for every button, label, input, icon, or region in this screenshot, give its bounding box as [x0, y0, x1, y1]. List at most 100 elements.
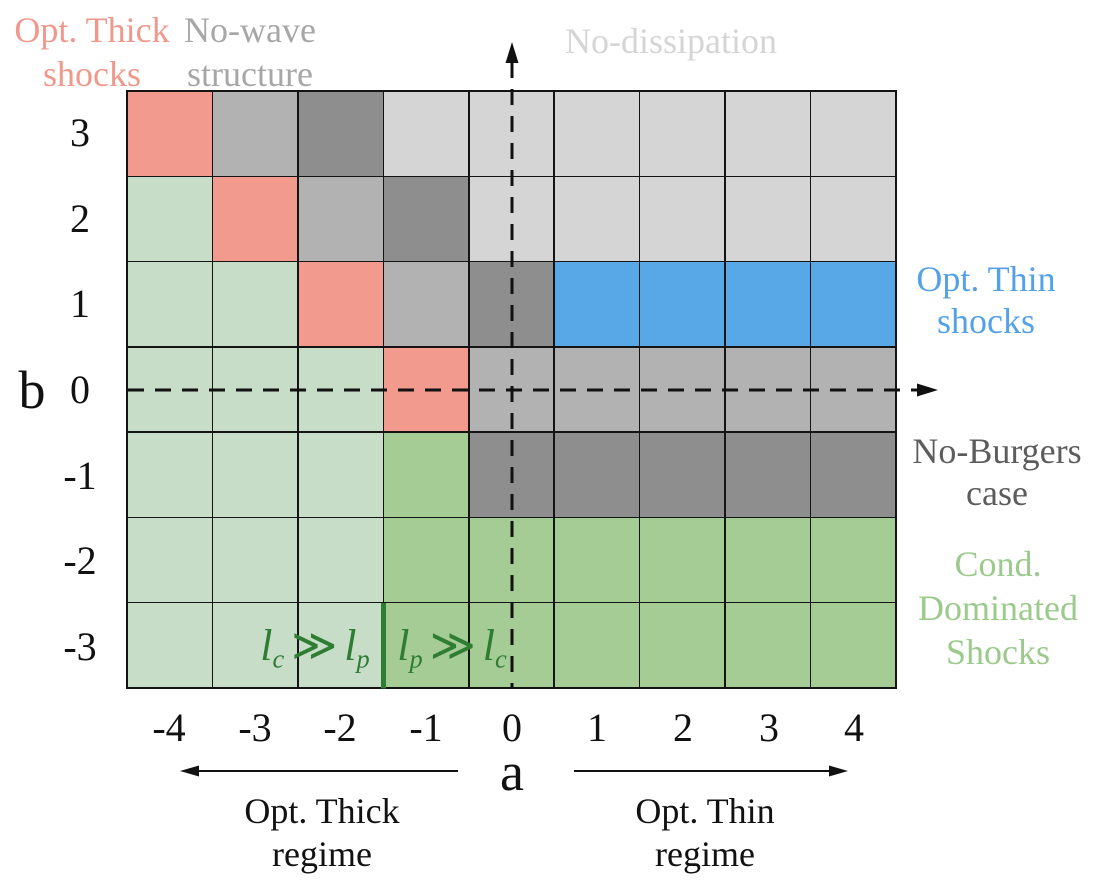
cell-a3-b-2: [725, 518, 810, 602]
x-tick--2: -2: [323, 705, 357, 750]
cell-a-1-b2: [384, 177, 468, 261]
x-tick-2: 2: [673, 705, 693, 750]
cell-a0-b-1: [469, 432, 554, 517]
cell-a4-b3: [811, 92, 895, 176]
cell-a-3-b2: [213, 177, 298, 261]
y-axis-label: b: [18, 360, 46, 420]
cell-a-2-b3: [298, 92, 383, 176]
x-tick-1: 1: [587, 705, 607, 750]
cell-a2-b1: [640, 262, 725, 347]
label-no-dissipation: No-dissipation: [546, 20, 796, 62]
label-line: shocks: [937, 301, 1035, 341]
math-subscript: c: [272, 643, 285, 674]
math-symbol: l: [482, 621, 495, 670]
cell-a0-b2: [469, 177, 554, 261]
label-line: shocks: [43, 54, 141, 94]
label-line: Opt. Thick: [244, 791, 400, 831]
x-tick-4: 4: [844, 705, 864, 750]
label-opt-thin-regime: Opt. Thin regime: [595, 790, 815, 876]
annotation-lp-much-greater-lc: lp≫lc: [374, 616, 530, 676]
cell-a-3-b0: [213, 347, 298, 432]
cell-a-4-b1: [128, 262, 212, 347]
label-line: Shocks: [945, 632, 1050, 672]
label-line: regime: [272, 834, 372, 874]
cell-a1-b1: [554, 262, 639, 347]
cell-a3-b0: [725, 347, 810, 432]
y-tick--1: -1: [63, 453, 97, 498]
cell-a-1-b3: [384, 92, 468, 176]
cell-a2-b-3: [640, 603, 725, 687]
y-tick-2: 2: [70, 196, 90, 241]
cell-a1-b-3: [554, 603, 639, 687]
label-opt-thin-shocks: Opt. Thin shocks: [886, 258, 1086, 342]
thin-regime-arrow: [574, 765, 848, 777]
cell-a-3-b3: [213, 92, 298, 176]
much-greater-than-sign: ≫: [429, 621, 476, 670]
cell-a2-b3: [640, 92, 725, 176]
thick-regime-arrow: [180, 765, 458, 777]
cell-a3-b-1: [725, 432, 810, 517]
cell-a-4-b3: [128, 92, 212, 176]
label-line: structure: [187, 54, 313, 94]
cell-a-1-b-1: [384, 432, 468, 517]
cell-a2-b-1: [640, 432, 725, 517]
arrowhead-up-icon: [505, 42, 519, 63]
arrowhead-left-icon: [180, 765, 199, 777]
math-subscript: p: [356, 643, 370, 674]
label-line: No-dissipation: [565, 21, 777, 61]
cell-a-2-b-2: [298, 518, 383, 602]
arrowhead-right-icon: [917, 383, 938, 397]
label-line: Opt. Thick: [14, 10, 170, 50]
cell-a1-b3: [554, 92, 639, 176]
cell-a2-b0: [640, 347, 725, 432]
cell-a-4-b2: [128, 177, 212, 261]
math-symbol: l: [344, 621, 357, 670]
cell-a0-b1: [469, 262, 554, 347]
cell-a-3-b-2: [213, 518, 298, 602]
cell-a2-b2: [640, 177, 725, 261]
cell-a-2-b-1: [298, 432, 383, 517]
label-line: No-wave: [184, 10, 316, 50]
cell-a4-b2: [811, 177, 895, 261]
label-opt-thick-regime: Opt. Thick regime: [212, 790, 432, 876]
cell-a3-b1: [725, 262, 810, 347]
much-greater-than-sign: ≫: [291, 621, 338, 670]
cell-a-3-b-3: [213, 603, 298, 687]
cell-a3-b3: [725, 92, 810, 176]
y-tick-0: 0: [70, 367, 90, 412]
x-tick-0: 0: [502, 705, 522, 750]
x-axis-label: a: [500, 742, 524, 802]
cell-a2-b-2: [640, 518, 725, 602]
cell-a4-b0: [811, 347, 895, 432]
y-tick-3: 3: [70, 110, 90, 155]
x-tick--4: -4: [152, 705, 186, 750]
annotation-lc-much-greater-lp: lc≫lp: [237, 616, 393, 676]
cell-a4-b-2: [811, 518, 895, 602]
label-opt-thick-shocks: Opt. Thick shocks: [0, 8, 184, 96]
x-tick--3: -3: [238, 705, 272, 750]
cell-a-1-b1: [384, 262, 468, 347]
cell-a1-b0: [554, 347, 639, 432]
x-tick-3: 3: [759, 705, 779, 750]
label-line: Opt. Thin: [916, 259, 1056, 299]
cell-a0-b-2: [469, 518, 554, 602]
cell-a-2-b-3: [298, 603, 383, 687]
cell-a-2-b2: [298, 177, 383, 261]
cell-a-4-b-2: [128, 518, 212, 602]
label-line: case: [966, 473, 1028, 513]
cell-a1-b-1: [554, 432, 639, 517]
x-tick--1: -1: [409, 705, 443, 750]
math-subscript: c: [495, 643, 507, 674]
label-line: regime: [655, 834, 755, 874]
cell-a-2-b1: [298, 262, 383, 347]
math-symbol: l: [260, 621, 273, 670]
cell-a1-b-2: [554, 518, 639, 602]
arrowhead-right-icon: [829, 765, 848, 777]
cell-a-1-b-2: [384, 518, 468, 602]
cell-a-3-b1: [213, 262, 298, 347]
label-line: Dominated: [918, 588, 1078, 628]
cell-a-1-b0: [384, 347, 468, 432]
cell-a4-b-3: [811, 603, 895, 687]
cell-a4-b-1: [811, 432, 895, 517]
